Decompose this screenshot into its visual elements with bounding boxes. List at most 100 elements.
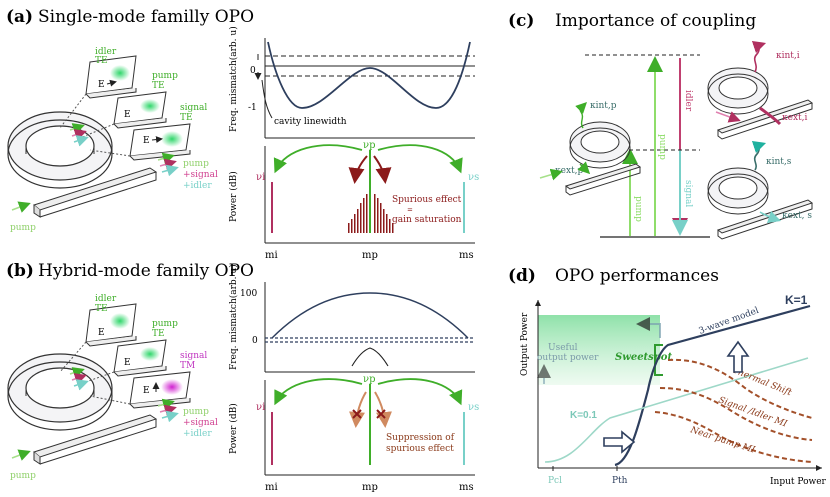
pump-label-b: pump — [152, 319, 178, 329]
legend-signal-a: +signal — [183, 170, 218, 180]
idler-label-b: idler — [95, 294, 117, 304]
k-ext-s-label: κext, s — [782, 211, 812, 221]
idler-te-label-b: TE — [95, 304, 108, 314]
power-ylabel-a: Power (dB) — [228, 171, 239, 222]
k1-label: K=1 — [785, 293, 808, 307]
legend-idler-b: +idler — [183, 429, 212, 439]
signal-te-label-a: TE — [180, 113, 193, 123]
near-pump-mi-label: Near pump MI — [688, 425, 756, 456]
power-plot-a: Power (dB) νi νp νs Spurious effect — [228, 140, 479, 261]
xtick-mi-a: mi — [265, 250, 278, 261]
nu-s-b: νs — [468, 402, 479, 413]
mode-box-idler-a: idler TE E — [85, 47, 137, 99]
idler-te-label-a: TE — [95, 56, 108, 66]
outline-arrow-right — [603, 430, 636, 454]
e-field-label: E — [143, 136, 150, 146]
e-field-label: E — [143, 386, 150, 396]
mode-box-pump-b: pump TE E — [113, 319, 178, 377]
ring-pump-c: κint,p κext,p — [539, 101, 642, 196]
mismatch-plot-b: Freq. mismatch(arb. u) 100 0 — [228, 264, 475, 373]
legend-idler-a: +idler — [183, 181, 212, 191]
p-cl-label: Pcl — [548, 476, 562, 486]
mismatch-tick-neg1-a: -1 — [248, 103, 257, 113]
panel-c-letter: (c) — [508, 11, 534, 31]
mode-box-pump-a: pump TE E — [113, 71, 178, 129]
mismatch-tick-0-b: 0 — [252, 336, 258, 346]
pump-down-label: pump — [633, 196, 643, 222]
mismatch-tick-100-b: 100 — [240, 289, 257, 299]
useful-label-1: Useful — [548, 343, 578, 353]
e-field-label: E — [124, 110, 131, 120]
xtick-mp-b: mp — [362, 482, 378, 493]
ring-idler-c: κint,i κext,i — [707, 40, 814, 140]
suppression-label-1: Suppression of — [386, 433, 455, 443]
spurious-label-1: Spurious effect — [392, 195, 462, 205]
pump-up-label: pump — [657, 134, 667, 160]
spurious-label-3: gain saturation — [392, 215, 462, 225]
mismatch-plot-a: Freq. mismatch(arb. u) 0 -1 cavity linew… — [228, 26, 475, 139]
power-plot-b: Power (dB) νi νp νs Suppression of spuri… — [228, 374, 479, 493]
idler-label-c: idler — [683, 90, 693, 112]
ylabel-output-power: Output Power — [520, 312, 530, 376]
pump-label-a: pump — [152, 71, 178, 81]
linewidth-label: cavity linewidth — [274, 117, 347, 127]
panel-d-letter: (d) — [508, 266, 536, 286]
power-ylabel-b: Power (dB) — [228, 403, 239, 454]
legend-pump-a: pump — [183, 159, 209, 169]
k-int-s-label: κint,s — [766, 157, 792, 167]
nu-s-a: νs — [468, 172, 479, 183]
nu-p-b: νp — [363, 374, 375, 385]
p-th-label: Pth — [612, 476, 628, 486]
xtick-mp-a: mp — [362, 250, 378, 261]
legend-pump-b: pump — [183, 407, 209, 417]
e-field-label: E — [98, 328, 105, 338]
performance-plot: Output Power Input Power Useful output p… — [520, 293, 827, 487]
pump-te-label-b: TE — [152, 329, 165, 339]
spurious-label-2: = — [407, 206, 413, 214]
panel-d: (d) OPO performances Output Power Input … — [508, 266, 827, 487]
signal-idler-mi-label: Signal /Idler MI — [717, 395, 789, 429]
e-field-label: E — [124, 358, 131, 368]
spurious-comb — [348, 194, 394, 233]
mismatch-ylabel-b: Freq. mismatch(arb. u) — [228, 264, 239, 370]
pump-te-label-a: TE — [152, 81, 165, 91]
xtick-ms-b: ms — [459, 482, 474, 493]
signal-label-c: signal — [683, 180, 693, 207]
legend-signal-b: +signal — [183, 418, 218, 428]
panel-d-title: OPO performances — [555, 266, 719, 286]
bus-waveguide-b — [32, 414, 158, 465]
ring-resonator-b — [7, 353, 113, 431]
panel-a-title: Single-mode familly OPO — [38, 7, 254, 27]
k-ext-p-label: κext,p — [555, 166, 584, 176]
panel-b-title: Hybrid-mode family OPO — [38, 261, 254, 281]
xtick-ms-a: ms — [459, 250, 474, 261]
xtick-mi-b: mi — [265, 482, 278, 493]
outline-arrow-up — [726, 340, 750, 373]
sweetspot-label: Sweetspot — [615, 352, 672, 363]
idler-label-a: idler — [95, 47, 117, 57]
panel-b: (b) Hybrid-mode family OPO idler TE E pu… — [6, 261, 479, 493]
bus-waveguide-a — [32, 167, 158, 218]
panel-c-title: Importance of coupling — [555, 11, 756, 31]
mode-box-idler-b: idler TE E — [85, 294, 137, 347]
panel-c: (c) Importance of coupling pump pump idl… — [508, 11, 814, 240]
ring-resonator-a — [7, 111, 113, 189]
suppression-label-2: spurious effect — [386, 444, 454, 454]
input-pump-label-b: pump — [10, 471, 36, 481]
k-ext-i-label: κext,i — [782, 113, 808, 123]
nu-i-b: νi — [256, 402, 265, 413]
useful-label-2: output power — [537, 353, 599, 363]
panel-b-letter: (b) — [6, 261, 34, 281]
ring-signal-c: κint,s κext, s — [707, 140, 814, 240]
signal-label-a: signal — [180, 103, 207, 113]
signal-label-b: signal — [180, 351, 207, 361]
panel-a: (a) Single-mode familly OPO idler TE E — [6, 7, 479, 261]
mode-box-signal-b: signal TM E — [129, 351, 207, 409]
e-field-label: E — [98, 80, 105, 90]
nu-i-a: νi — [256, 172, 265, 183]
mismatch-tick-0-a: 0 — [250, 66, 256, 76]
panel-a-letter: (a) — [6, 7, 33, 27]
k01-label: K=0.1 — [570, 410, 597, 421]
mismatch-ylabel-a: Freq. mismatch(arb. u) — [228, 26, 239, 132]
